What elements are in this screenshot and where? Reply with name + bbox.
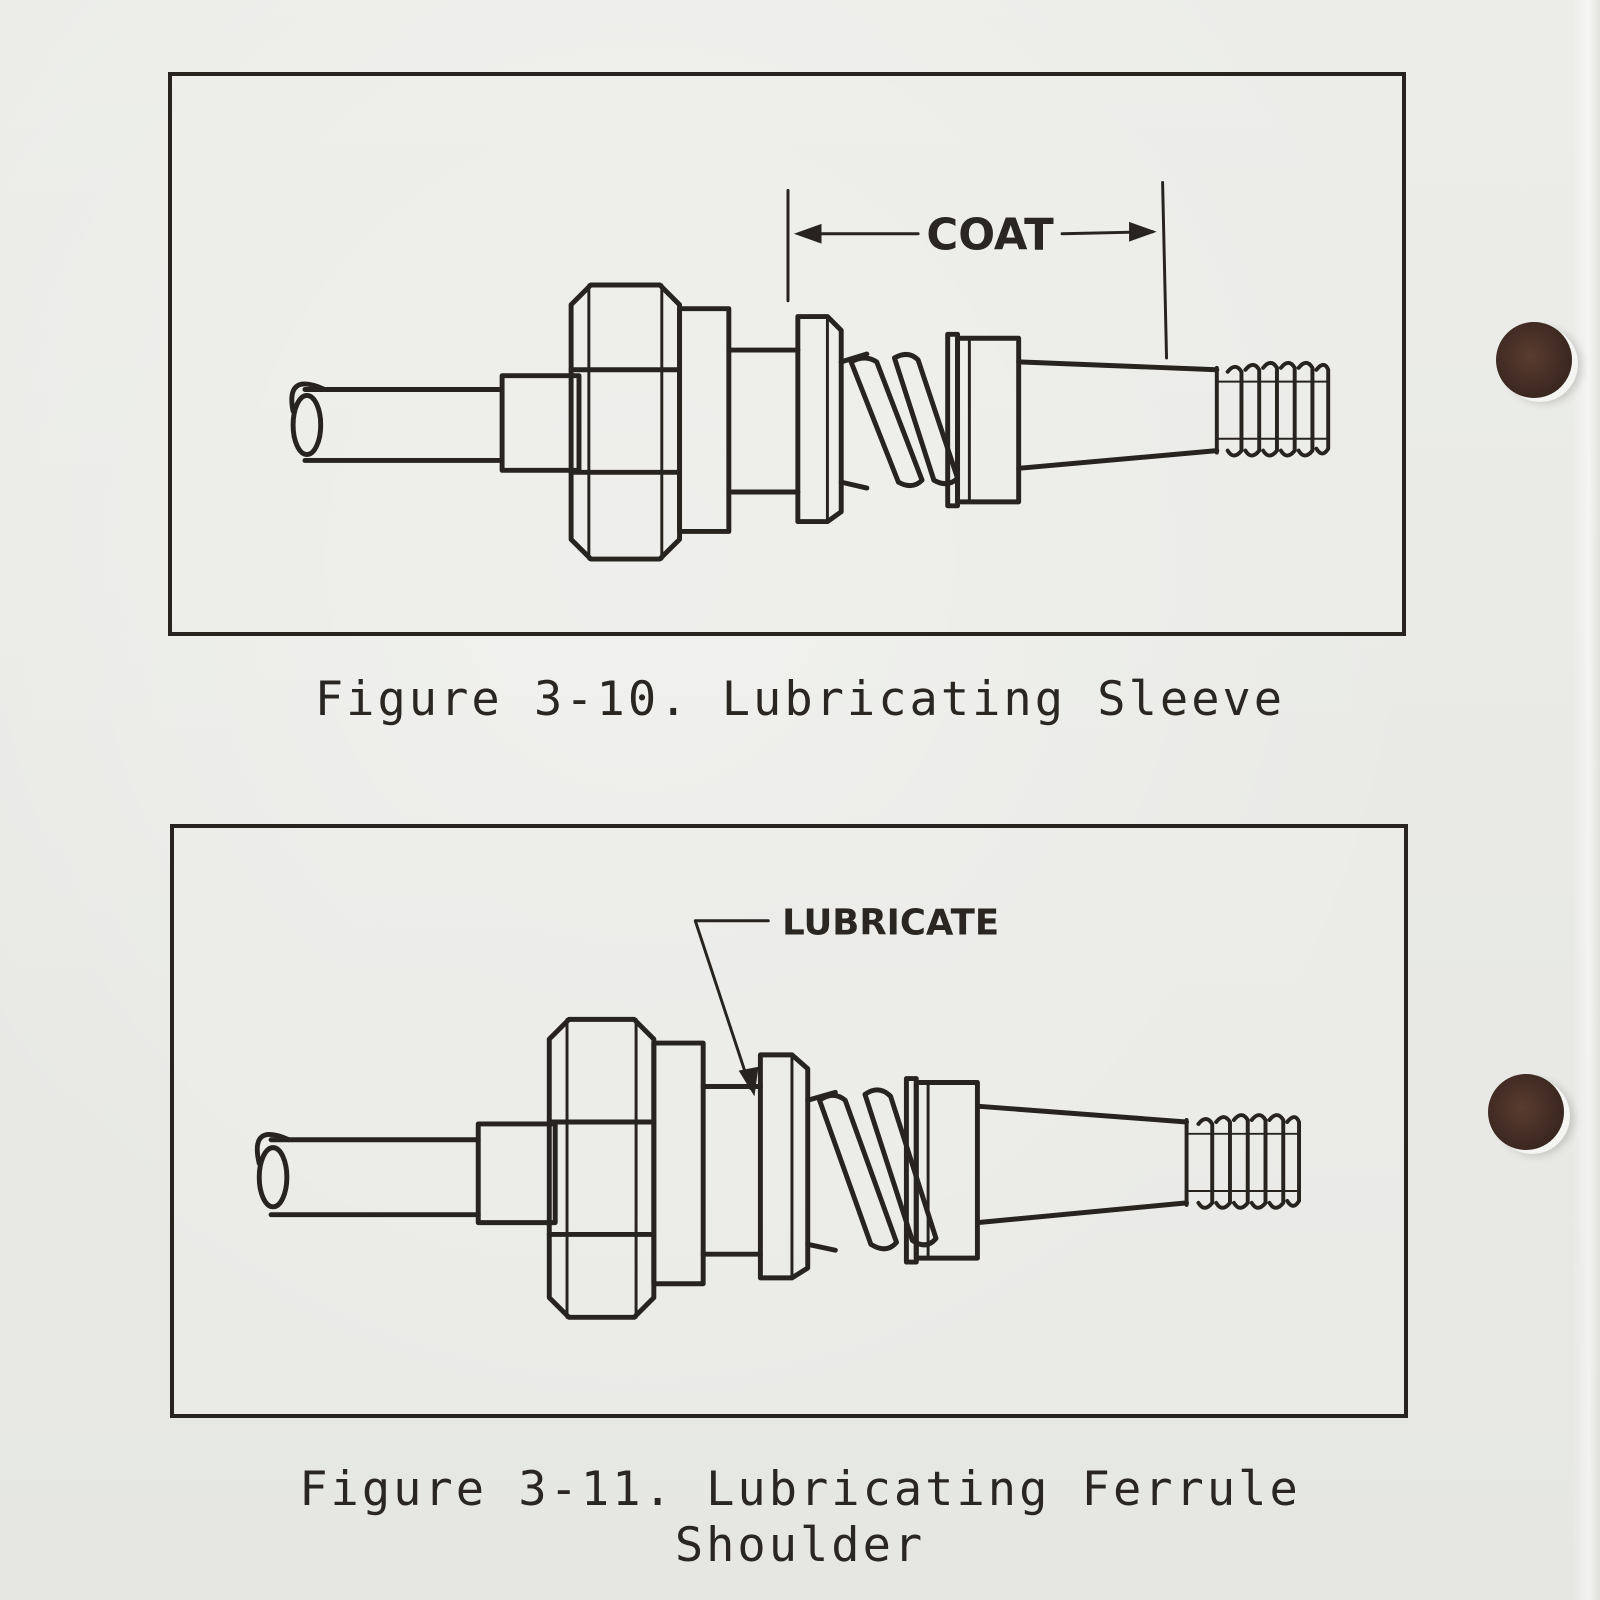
lubricate-label: LUBRICATE [782, 903, 999, 944]
page-edge [1572, 0, 1600, 1600]
shaft-end [290, 392, 324, 458]
ferrule [795, 314, 844, 525]
lubricating-sleeve-drawing: COAT [289, 180, 1331, 562]
coat-label: COAT [926, 211, 1054, 261]
taper [974, 1103, 1190, 1226]
arrowhead-right [1129, 221, 1157, 242]
sleeve-spring [838, 351, 961, 491]
lubricate-leader [693, 919, 770, 1090]
figure-3-11-caption: Figure 3-11. Lubricating Ferrule Shoulde… [0, 1462, 1600, 1574]
hex-nut [546, 1016, 657, 1320]
binder-hole-top [1496, 322, 1572, 398]
sleeve-ring [945, 331, 961, 509]
shaft-end [256, 1145, 290, 1210]
arrowhead-left [793, 223, 822, 244]
body [726, 347, 801, 495]
sleeve-ring [903, 1076, 919, 1265]
tip-threads [1214, 360, 1331, 458]
figure-3-11-caption-line1: Figure 3-11. Lubricating Ferrule [299, 1462, 1301, 1517]
washer [677, 306, 732, 534]
collar [475, 1121, 558, 1226]
hex-nut-flat [546, 1119, 657, 1237]
body [700, 1084, 763, 1257]
washer [651, 1040, 706, 1287]
binder-hole-bottom [1488, 1074, 1564, 1150]
figure-3-11-panel: LUBRICATE [170, 824, 1408, 1418]
figure-3-10-panel: COAT [168, 72, 1406, 636]
hex-nut [568, 282, 683, 562]
lubricating-ferrule-shoulder-drawing: LUBRICATE [254, 903, 1302, 1320]
shaft [268, 1137, 481, 1218]
ferrule [757, 1052, 811, 1281]
taper [1016, 359, 1220, 471]
figure-3-10-caption: Figure 3-10. Lubricating Sleeve [314, 672, 1286, 727]
shaft [302, 387, 505, 463]
dimension-right [1161, 180, 1169, 360]
leader-arrowhead [738, 1066, 759, 1097]
tip-threads [1184, 1113, 1302, 1210]
figure-3-11-caption-line2: Shoulder [674, 1518, 926, 1573]
collar [499, 373, 582, 473]
